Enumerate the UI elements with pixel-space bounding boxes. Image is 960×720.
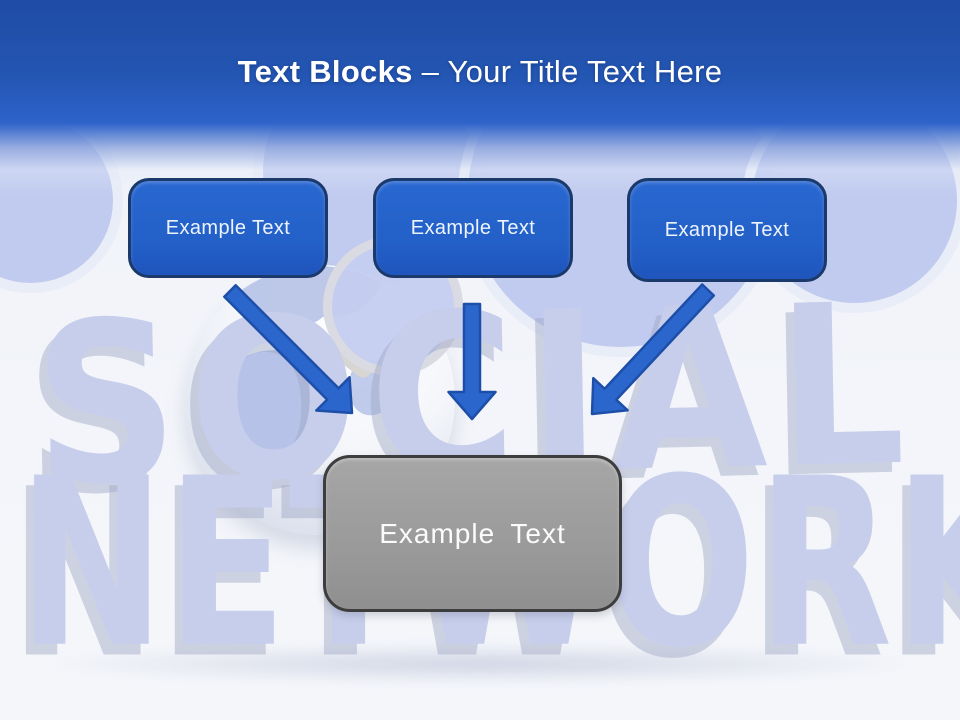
slide-title: Text Blocks – Your Title Text Here <box>0 52 960 92</box>
example-block-2: Example Text <box>373 178 573 278</box>
floor-shadow <box>30 644 930 684</box>
example-block-3-label: Example Text <box>664 218 790 241</box>
title-emphasis: Text Blocks <box>237 54 413 89</box>
result-block: Example Text <box>323 455 622 612</box>
result-block-label: Example Text <box>379 517 566 549</box>
example-block-3: Example Text <box>627 178 827 282</box>
network-circle <box>0 108 123 293</box>
title-rest: – Your Title Text Here <box>421 54 723 89</box>
example-block-2-label: Example Text <box>410 216 536 239</box>
example-block-1: Example Text <box>128 178 328 278</box>
example-block-1-label: Example Text <box>165 216 291 239</box>
